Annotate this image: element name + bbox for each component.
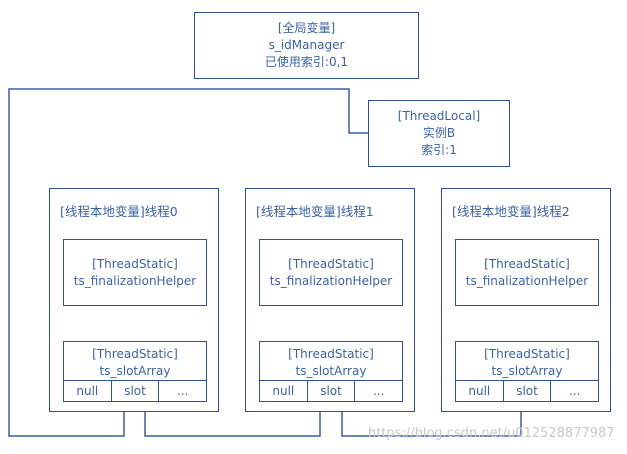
slot-cell-slot: slot bbox=[306, 381, 355, 401]
thread-2-title: [线程本地变量]线程2 bbox=[452, 204, 570, 219]
slot-array-tag: [ThreadStatic] bbox=[288, 346, 374, 361]
threadlocal-box-name: 实例B bbox=[422, 126, 456, 140]
slot-cell-more: ... bbox=[158, 381, 206, 401]
slot-array-header: [ThreadStatic] ts_slotArray bbox=[456, 342, 598, 383]
slot-array-header: [ThreadStatic] ts_slotArray bbox=[260, 342, 402, 383]
threadlocal-link-line bbox=[8, 88, 368, 437]
global-variable-box: [全局变量] s_idManager 已使用索引:0,1 bbox=[194, 12, 419, 79]
thread-1-slot-array-box: [ThreadStatic] ts_slotArray null slot ..… bbox=[259, 341, 403, 402]
thread-1-helper-box: [ThreadStatic] ts_finalizationHelper bbox=[259, 239, 403, 306]
slot1-to-slot2-line bbox=[341, 398, 522, 437]
slot-array-tag: [ThreadStatic] bbox=[92, 346, 178, 361]
thread-2-slot-array-box: [ThreadStatic] ts_slotArray null slot ..… bbox=[455, 341, 599, 402]
slot-cell-null: null bbox=[76, 384, 99, 398]
slot-cell-more: ... bbox=[354, 381, 402, 401]
slot-array-cells: null slot ... bbox=[456, 380, 598, 401]
slot0-to-slot1-line bbox=[144, 398, 321, 437]
thread-2-helper-box: [ThreadStatic] ts_finalizationHelper bbox=[455, 239, 599, 306]
slot-cell-null: null bbox=[272, 384, 295, 398]
threadlocal-box-info: 索引:1 bbox=[421, 143, 457, 157]
thread-0-slot-array-box: [ThreadStatic] ts_slotArray null slot ..… bbox=[63, 341, 207, 402]
slot-array-header: [ThreadStatic] ts_slotArray bbox=[64, 342, 206, 383]
global-box-tag: [全局变量] bbox=[277, 21, 336, 35]
threadlocal-box: [ThreadLocal] 实例B 索引:1 bbox=[368, 100, 510, 167]
slot-array-name: ts_slotArray bbox=[295, 363, 367, 378]
helper-name: ts_finalizationHelper bbox=[465, 273, 589, 288]
slot-cell-null: null bbox=[468, 384, 491, 398]
slot-array-name: ts_slotArray bbox=[491, 363, 563, 378]
helper-tag: [ThreadStatic] bbox=[92, 256, 178, 271]
helper-tag: [ThreadStatic] bbox=[288, 256, 374, 271]
slot-cell-slot: slot bbox=[502, 381, 551, 401]
thread-2-box: [线程本地变量]线程2 [ThreadStatic] ts_finalizati… bbox=[441, 188, 611, 412]
threadlocal-box-tag: [ThreadLocal] bbox=[397, 109, 481, 123]
helper-name: ts_finalizationHelper bbox=[73, 273, 197, 288]
slot-array-name: ts_slotArray bbox=[99, 363, 171, 378]
slot-cell-slot: slot bbox=[110, 381, 159, 401]
thread-0-helper-box: [ThreadStatic] ts_finalizationHelper bbox=[63, 239, 207, 306]
watermark-text: https://blog.csdn.net/u012528877987 bbox=[368, 426, 615, 441]
global-box-info: 已使用索引:0,1 bbox=[264, 55, 349, 69]
helper-tag: [ThreadStatic] bbox=[484, 256, 570, 271]
slot-array-tag: [ThreadStatic] bbox=[484, 346, 570, 361]
thread-1-title: [线程本地变量]线程1 bbox=[256, 204, 374, 219]
global-box-name: s_idManager bbox=[268, 38, 345, 52]
thread-0-title: [线程本地变量]线程0 bbox=[60, 204, 178, 219]
thread-0-box: [线程本地变量]线程0 [ThreadStatic] ts_finalizati… bbox=[49, 188, 219, 412]
slot-cell-more: ... bbox=[550, 381, 598, 401]
slot-array-cells: null slot ... bbox=[64, 380, 206, 401]
helper-name: ts_finalizationHelper bbox=[269, 273, 393, 288]
slot-array-cells: null slot ... bbox=[260, 380, 402, 401]
thread-1-box: [线程本地变量]线程1 [ThreadStatic] ts_finalizati… bbox=[245, 188, 415, 412]
